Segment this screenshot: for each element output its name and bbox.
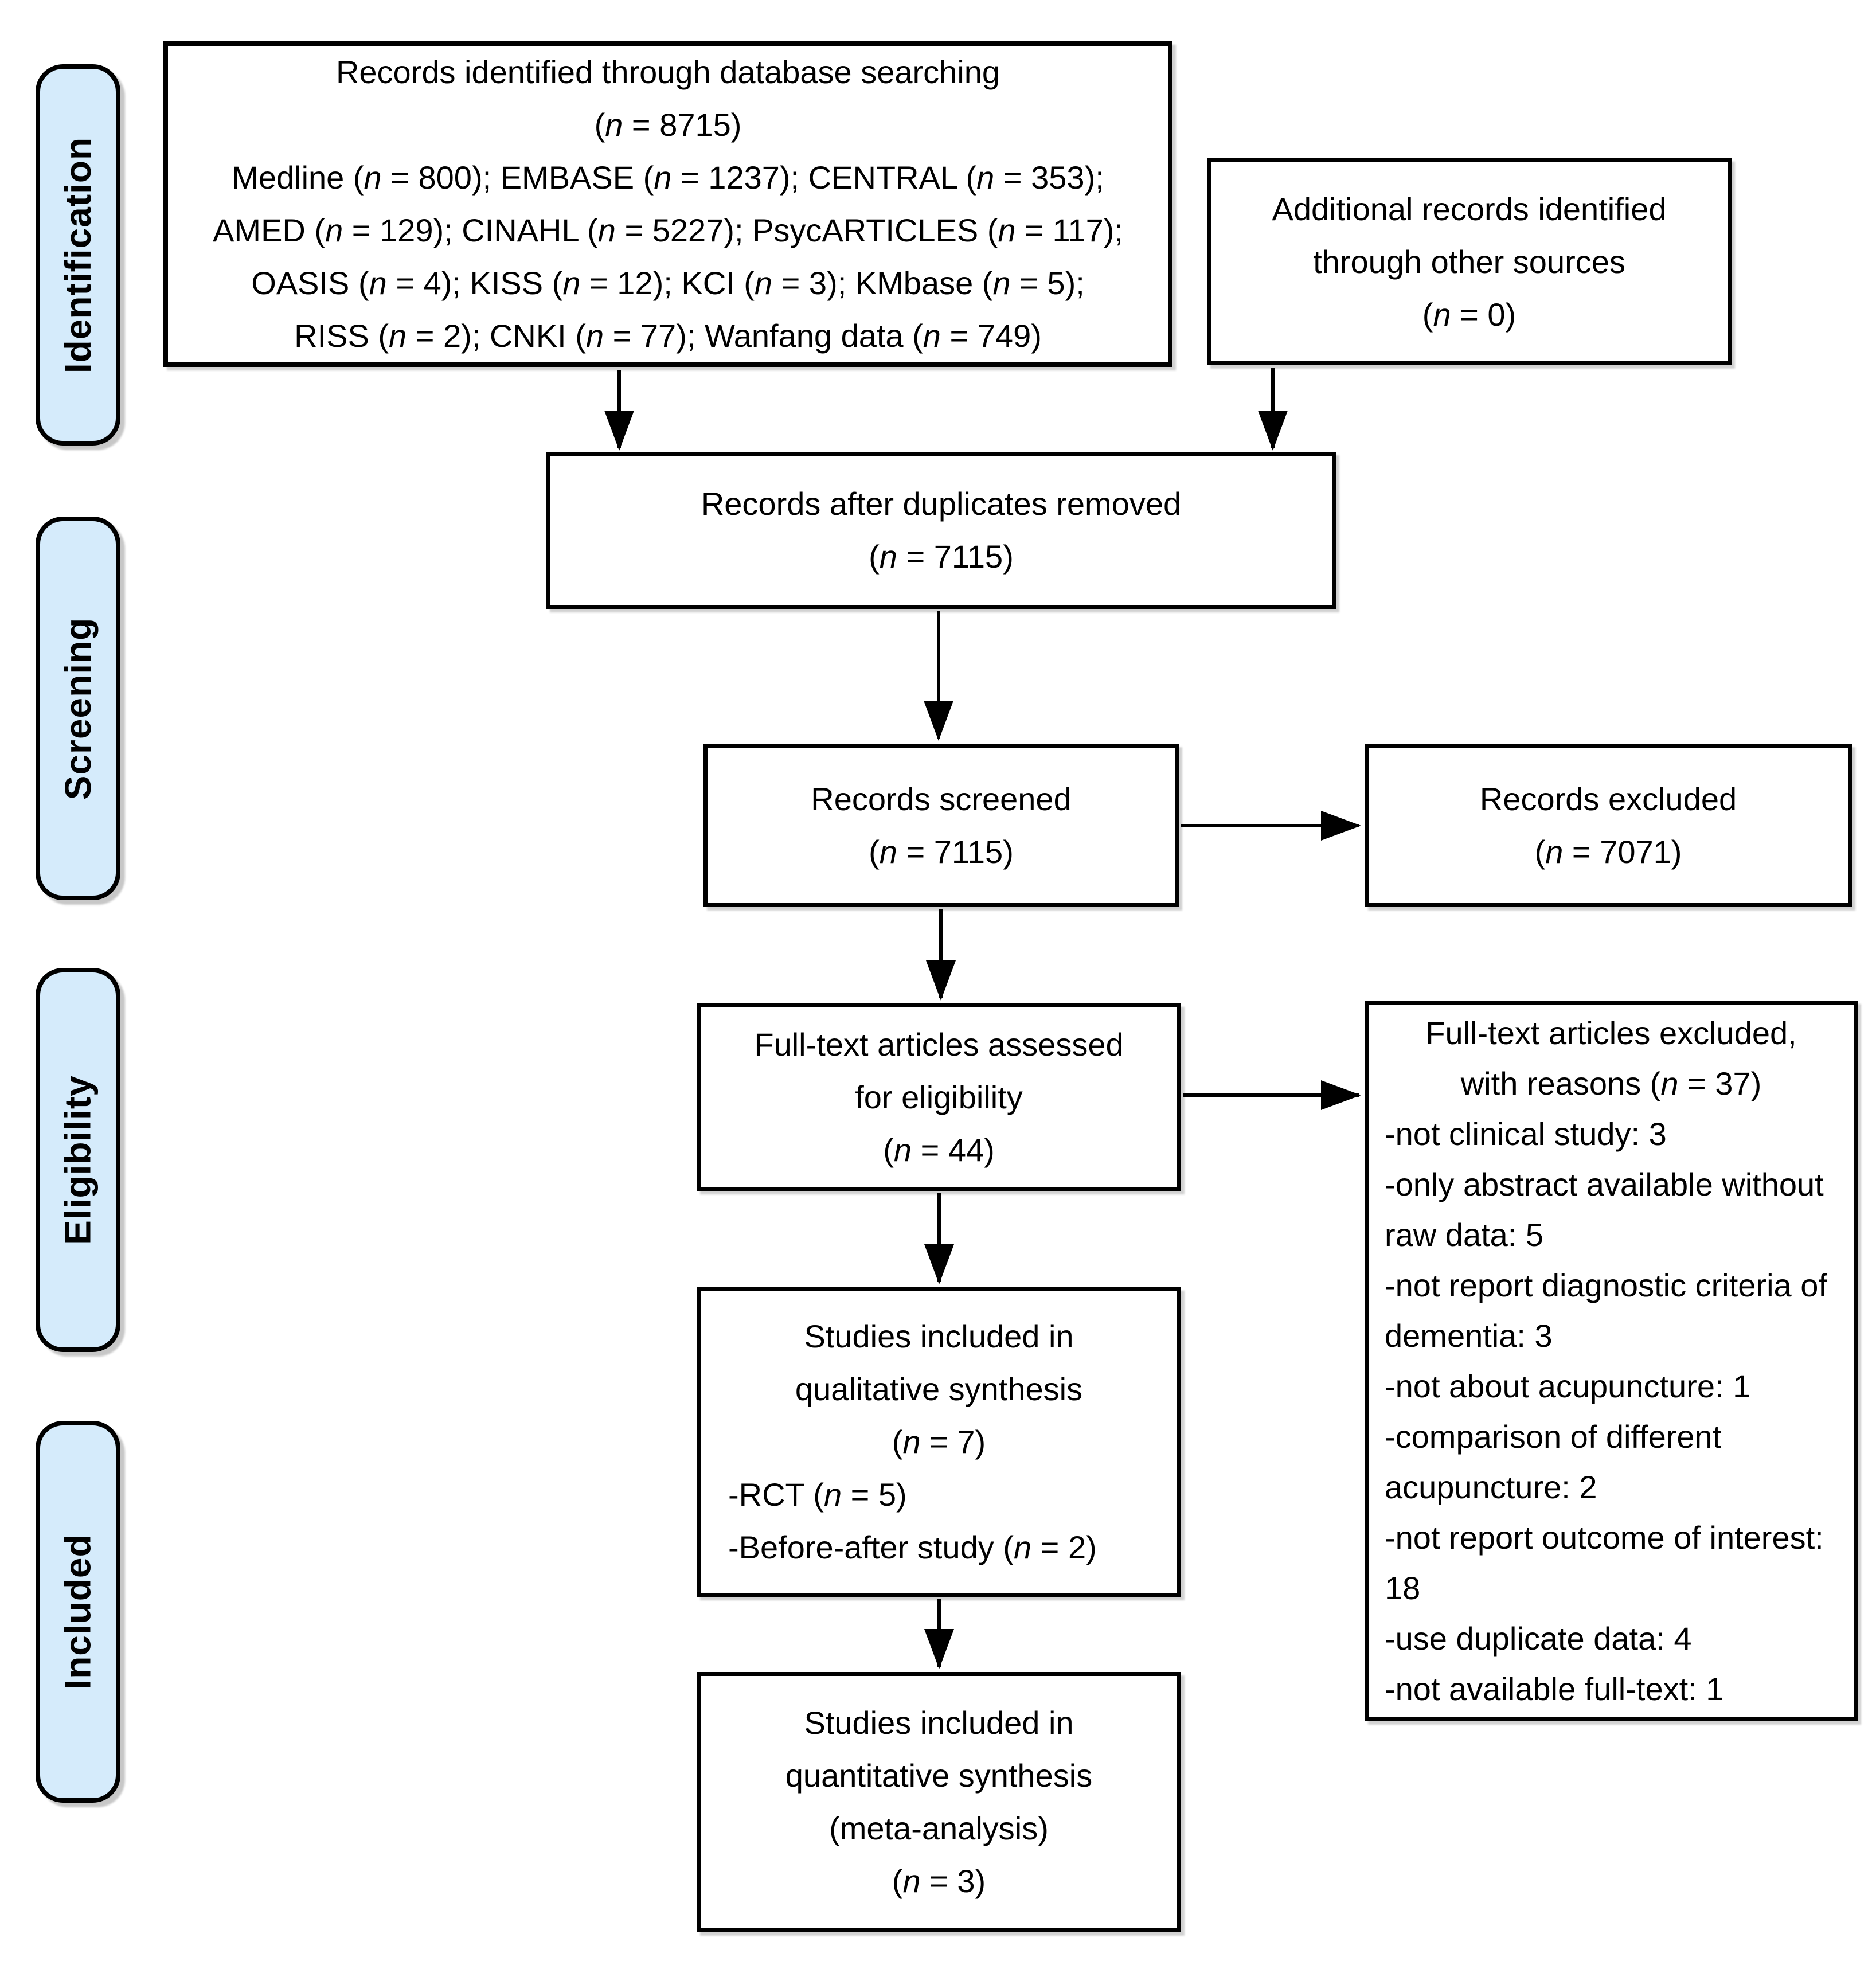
- box-text: Records after duplicates removed (n = 711…: [550, 478, 1332, 583]
- text-line: -comparison of different acupuncture: 2: [1385, 1418, 1722, 1505]
- text-line: Records screened: [811, 780, 1072, 817]
- text-line: (meta-analysis): [829, 1810, 1049, 1846]
- box-text: Records excluded (n = 7071): [1369, 773, 1848, 878]
- text-line: qualitative synthesis: [795, 1371, 1083, 1407]
- text-line: OASIS (n = 4); KISS (n = 12); KCI (n = 3…: [251, 265, 1085, 301]
- stage-screening: Screening: [36, 517, 120, 900]
- text-line: Full-text articles assessed: [754, 1026, 1124, 1062]
- box-qualitative-synthesis: Studies included in qualitative synthesis…: [697, 1287, 1181, 1597]
- text-line: (n = 0): [1422, 296, 1517, 333]
- text-line: Studies included in: [804, 1318, 1074, 1354]
- text-line: (n = 7): [892, 1424, 986, 1460]
- text-line: Medline (n = 800); EMBASE (n = 1237); CE…: [232, 159, 1104, 196]
- text-line: with reasons (n = 37): [1460, 1065, 1762, 1101]
- stage-label: Identification: [57, 136, 99, 373]
- text-line: -not report diagnostic criteria of demen…: [1385, 1267, 1827, 1354]
- stage-label: Screening: [57, 617, 99, 800]
- text-line: (n = 8715): [594, 107, 742, 143]
- box-text: Additional records identified through oth…: [1211, 183, 1728, 341]
- text-line: -Before-after study (n = 2): [728, 1529, 1097, 1565]
- stage-included: Included: [36, 1421, 120, 1803]
- box-text: Records screened (n = 7115): [708, 773, 1175, 878]
- box-additional-records: Additional records identified through oth…: [1207, 158, 1732, 365]
- text-line: Records identified through database sear…: [335, 54, 1000, 90]
- box-text: Records identified through database sear…: [168, 46, 1168, 362]
- text-line: Additional records identified: [1272, 190, 1667, 227]
- box-heading: Studies included in qualitative synthesis…: [701, 1310, 1177, 1468]
- text-line: -not about acupuncture: 1: [1385, 1368, 1751, 1404]
- stage-label: Eligibility: [57, 1075, 99, 1245]
- text-line: -RCT (n = 5): [728, 1476, 907, 1513]
- stage-label: Included: [57, 1534, 99, 1690]
- text-line: Studies included in: [804, 1705, 1074, 1741]
- text-line: through other sources: [1313, 243, 1625, 280]
- stage-identification: Identification: [36, 64, 120, 446]
- text-line: (n = 7115): [869, 833, 1014, 870]
- box-text: Full-text articles assessed for eligibili…: [701, 1018, 1177, 1177]
- text-line: -not clinical study: 3: [1385, 1115, 1667, 1152]
- box-fulltext-assessed: Full-text articles assessed for eligibili…: [697, 1003, 1181, 1191]
- box-text: Studies included in quantitative synthesi…: [701, 1697, 1177, 1908]
- text-line: -not report outcome of interest: 18: [1385, 1519, 1824, 1606]
- box-records-excluded: Records excluded (n = 7071): [1365, 744, 1852, 907]
- stage-eligibility: Eligibility: [36, 968, 120, 1352]
- exclusion-reason-list: -not clinical study: 3 -only abstract ava…: [1385, 1109, 1838, 1714]
- text-line: Full-text articles excluded,: [1425, 1014, 1797, 1051]
- text-line: (n = 7071): [1534, 833, 1682, 870]
- text-line: (n = 3): [892, 1863, 986, 1899]
- box-records-screened: Records screened (n = 7115): [704, 744, 1179, 907]
- text-line: Records after duplicates removed: [701, 486, 1182, 522]
- text-line: (n = 7115): [869, 538, 1014, 575]
- text-line: -use duplicate data: 4: [1385, 1620, 1692, 1657]
- text-line: RISS (n = 2); CNKI (n = 77); Wanfang dat…: [294, 318, 1042, 354]
- box-heading: Full-text articles excluded, with reasons…: [1385, 1008, 1838, 1109]
- box-fulltext-excluded-reasons: Full-text articles excluded, with reasons…: [1365, 1001, 1858, 1721]
- box-quantitative-synthesis: Studies included in quantitative synthesi…: [697, 1672, 1181, 1932]
- study-type-list: -RCT (n = 5) -Before-after study (n = 2): [701, 1468, 1177, 1574]
- text-line: AMED (n = 129); CINAHL (n = 5227); PsycA…: [213, 212, 1123, 248]
- text-line: -not available full-text: 1: [1385, 1670, 1724, 1707]
- box-records-identified: Records identified through database sear…: [163, 41, 1172, 367]
- text-line: for eligibility: [855, 1079, 1023, 1115]
- box-records-after-duplicates-removed: Records after duplicates removed (n = 711…: [546, 452, 1336, 609]
- text-line: quantitative synthesis: [785, 1757, 1093, 1794]
- text-line: Records excluded: [1479, 780, 1737, 817]
- text-line: (n = 44): [883, 1131, 995, 1168]
- text-line: -only abstract available without raw dat…: [1385, 1166, 1824, 1253]
